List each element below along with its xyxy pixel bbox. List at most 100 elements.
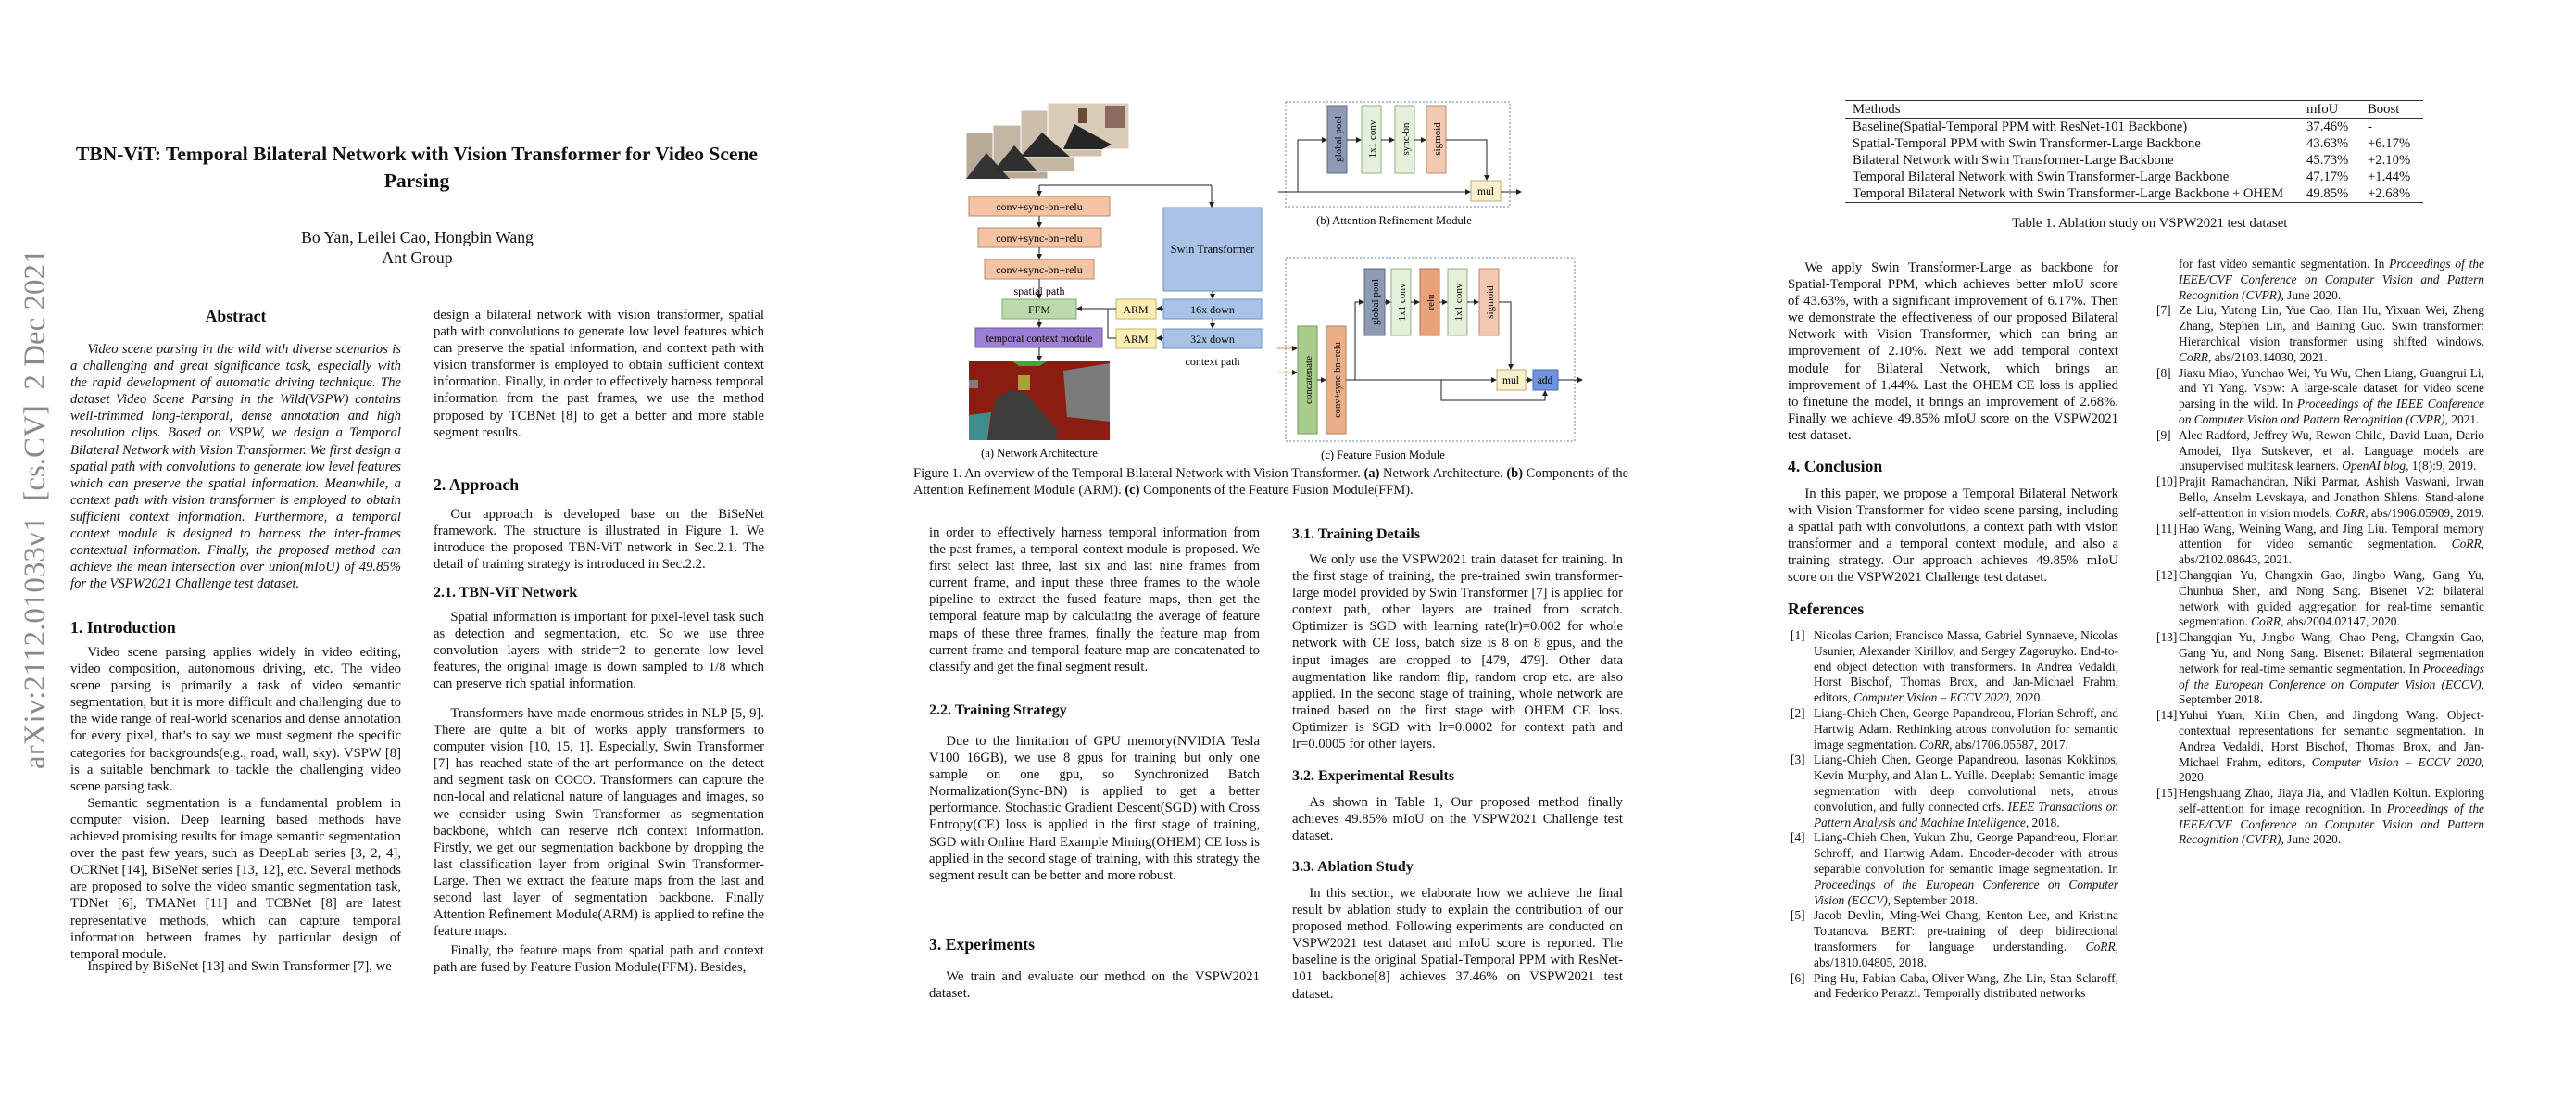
svg-text:conv+sync-bn+relu: conv+sync-bn+relu (996, 232, 1083, 245)
reference-item: [3]Liang-Chieh Chen, George Papandreou, … (1791, 752, 2118, 830)
reference-text: , September 2018. (1887, 892, 1979, 907)
caption-tag: (a) (1363, 466, 1380, 481)
method-cell: Temporal Bilateral Network with Swin Tra… (1853, 170, 2230, 184)
reference-text: Liang-Chieh Chen, George Papandreou, Flo… (1814, 705, 2118, 752)
reference-item: [15]Hengshuang Zhao, Jiaya Jia, and Vlad… (2156, 786, 2484, 848)
miou-cell: 43.63% (2306, 136, 2349, 151)
svg-text:add: add (1538, 375, 1553, 386)
reference-item: [5]Jacob Devlin, Ming-Wei Chang, Kenton … (1791, 908, 2118, 970)
svg-text:global pool: global pool (1333, 116, 1344, 162)
tbn-vit-paragraph: Spatial information is important for pix… (434, 610, 764, 692)
reference-item: [10]Prajit Ramachandran, Niki Parmar, As… (2156, 474, 2484, 521)
reference-item: [11]Hao Wang, Weining Wang, and Jing Liu… (2156, 521, 2484, 568)
reference-text: , abs/2103.14030, 2021. (2208, 349, 2328, 364)
arm-diagram-frame (1285, 101, 1511, 208)
arxiv-stamp: arXiv:2112.01033v1 [cs.CV] 2 Dec 2021 (19, 248, 52, 769)
reference-item: [8]Jiaxu Miao, Yunchao Wei, Yu Wu, Chen … (2156, 366, 2484, 428)
conclusion-heading: 4. Conclusion (1788, 457, 1883, 475)
caption-text: Network Architecture. (1379, 466, 1507, 481)
training-details-paragraph: We only use the VSPW2021 train dataset f… (1292, 552, 1623, 752)
ffm-1x1-conv-1: 1x1 conv (1390, 268, 1412, 336)
arm-block-1: ARM (1115, 298, 1157, 320)
reference-text: Hengshuang Zhao, Jiaya Jia, and Vladlen … (2179, 786, 2484, 815)
reference-item: [7]Ze Liu, Yutong Lin, Yue Cao, Han Hu, … (2156, 303, 2484, 365)
references-heading: References (1788, 600, 1865, 618)
authors: Bo Yan, Leilei Cao, Hongbin Wang (301, 228, 534, 246)
miou-cell: 45.73% (2306, 153, 2349, 168)
svg-text:sync-bn: sync-bn (1401, 122, 1412, 155)
table-row: Baseline(Spatial-Temporal PPM with ResNe… (1845, 119, 2423, 136)
reference-number: [9] (2156, 427, 2171, 442)
reference-text: , June 2020. (2281, 287, 2342, 302)
training-details-heading: 3.1. Training Details (1292, 526, 1421, 542)
method-cell: Spatial-Temporal PPM with Swin Transform… (1853, 136, 2201, 151)
reference-text: , September 2018. (2179, 676, 2484, 707)
intro-paragraph: Video scene parsing applies widely in vi… (70, 645, 401, 794)
svg-text:ARM: ARM (1123, 303, 1149, 316)
reference-text: Alec Radford, Jeffrey Wu, Rewon Child, D… (2179, 427, 2484, 474)
reference-number: [8] (2156, 365, 2171, 380)
reference-number: [12] (2156, 567, 2178, 582)
reference-text: , abs/2004.02147, 2020. (2281, 614, 2400, 629)
ffm-concatenate: concatenate (1297, 325, 1318, 435)
segmentation-output-map (969, 361, 1110, 440)
experimental-results-paragraph: As shown in Table 1, Our proposed method… (1292, 795, 1623, 844)
ffm-1x1-conv-2: 1x1 conv (1447, 268, 1468, 336)
table-row: Spatial-Temporal PPM with Swin Transform… (1845, 135, 2423, 152)
reference-item: [1]Nicolas Carion, Francisco Massa, Gabr… (1791, 628, 2118, 706)
reference-number: [15] (2156, 786, 2178, 801)
miou-cell: 49.85% (2306, 186, 2349, 201)
context-path-label: context path (1186, 355, 1240, 368)
experimental-results-heading: 3.2. Experimental Results (1292, 768, 1455, 784)
reference-text: Nicolas Carion, Francisco Massa, Gabriel… (1814, 628, 2118, 705)
reference-number: [11] (2156, 521, 2177, 536)
subcaption-b: (b) Attention Refinement Module (1316, 214, 1472, 227)
reference-venue: Proceedings of the IEEE Conference on Co… (2179, 397, 2484, 426)
conclusion-paragraph: In this paper, we propose a Temporal Bil… (1788, 486, 2118, 586)
svg-text:sigmoid: sigmoid (1432, 122, 1443, 156)
intro-paragraph-cont: design a bilateral network with vision t… (434, 308, 764, 440)
author-block: Bo Yan, Leilei Cao, Hongbin Wang Ant Gro… (70, 227, 764, 268)
reference-venue: CoRR (2335, 505, 2366, 520)
reference-text: Ping Hu, Fabian Caba, Oliver Wang, Zhe L… (1814, 970, 2118, 1001)
swin-transformer-block: Swin Transformer (1162, 207, 1263, 292)
reference-item: [14]Yuhui Yuan, Xilin Chen, and Jingdong… (2156, 708, 2484, 786)
reference-venue: Proceedings of the European Conference o… (1814, 877, 2118, 907)
arm-mul: mul (1470, 180, 1502, 202)
training-strategy-paragraph: Due to the limitation of GPU memory(NVID… (929, 734, 1260, 883)
reference-venue: CoRR (2451, 537, 2482, 551)
spatial-path-conv-3: conv+sync-bn+relu (984, 259, 1095, 280)
training-strategy-heading: 2.2. Training Strategy (929, 702, 1067, 718)
table-row: Bilateral Network with Swin Transformer-… (1845, 152, 2423, 169)
boost-cell: +2.68% (2368, 186, 2411, 201)
reference-text: for fast video semantic segmentation. In (2179, 257, 2390, 271)
reference-item: [2]Liang-Chieh Chen, George Papandreou, … (1791, 705, 2118, 752)
ffm-block: FFM (1001, 298, 1077, 320)
tbn-vit-paragraph: Finally, the feature maps from spatial p… (434, 943, 764, 976)
reference-text: , June 2020. (2281, 832, 2342, 847)
svg-text:FFM: FFM (1028, 303, 1050, 316)
experiments-heading: 3. Experiments (929, 935, 1035, 954)
reference-text: , 2021. (2444, 411, 2480, 426)
reference-number: [4] (1791, 830, 1805, 845)
input-video-frames (965, 102, 1130, 180)
reference-text: , abs/1906.05909, 2019. (2365, 505, 2484, 520)
svg-text:ARM: ARM (1123, 333, 1149, 346)
tbn-vit-paragraph-cont: in order to effectively harness temporal… (929, 525, 1260, 675)
caption-text: An overview of the Temporal Bilateral Ne… (961, 466, 1364, 481)
reference-venue: Proceedings of the European Conference o… (2179, 661, 2484, 691)
svg-text:conv+sync-bn+relu: conv+sync-bn+relu (996, 200, 1083, 213)
ablation-table: Methods mIoU Boost Baseline(Spatial-Temp… (1845, 100, 2423, 203)
reference-item: for fast video semantic segmentation. In… (2179, 257, 2484, 303)
reference-text: Hao Wang, Weining Wang, and Jing Liu. Te… (2179, 521, 2484, 551)
abstract-text: Video scene parsing in the wild with div… (70, 342, 401, 592)
method-cell: Temporal Bilateral Network with Swin Tra… (1853, 186, 2284, 201)
reference-text: , 2020. (2179, 754, 2484, 785)
svg-text:conv+sync-bn+relu: conv+sync-bn+relu (996, 263, 1083, 276)
subcaption-c: (c) Feature Fusion Module (1321, 449, 1445, 461)
boost-cell: +2.10% (2368, 153, 2411, 168)
reference-venue: CoRR (2085, 939, 2116, 954)
reference-venue: CoRR (2179, 349, 2208, 364)
caption-tag: (b) (1506, 466, 1524, 481)
reference-venue: CoRR (1919, 737, 1950, 752)
